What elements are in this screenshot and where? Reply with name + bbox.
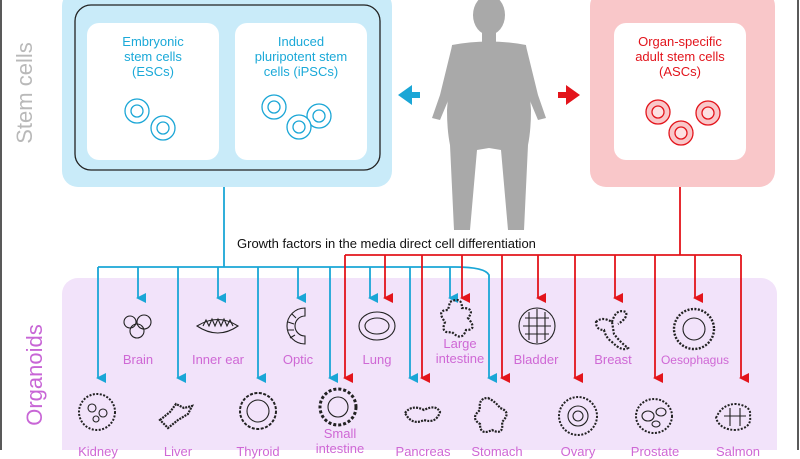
breast-organoid-icon xyxy=(594,310,630,351)
thyroid-organoid-icon xyxy=(239,392,277,430)
oesophagus-label: Oesophagus xyxy=(660,353,730,367)
small-intestine-label-line-1: Small xyxy=(323,426,357,441)
asc-cells xyxy=(645,99,721,146)
esc-label-line-1: Embryonic xyxy=(122,34,184,49)
bladder-label: Bladder xyxy=(513,352,559,367)
ipsc-label-line-1: Induced xyxy=(277,34,325,49)
oesophagus-organoid-icon xyxy=(672,307,716,351)
asc-label-line-1: Organ-specific xyxy=(638,34,722,49)
ipsc-label: Induced pluripotent stem cells (iPSCs) xyxy=(238,34,364,79)
lung-organoid-icon xyxy=(358,311,396,341)
pancreas-organoid-icon xyxy=(403,406,442,423)
small-intestine-label: Small intestine xyxy=(304,426,376,456)
liver-label: Liver xyxy=(163,444,193,459)
ipsc-label-line-3: cells (iPSCs) xyxy=(263,64,339,79)
thyroid-label: Thyroid xyxy=(236,444,280,459)
large-intestine-label: Large intestine xyxy=(422,336,498,366)
ovary-label: Ovary xyxy=(560,444,596,459)
esc-box xyxy=(87,23,219,160)
asc-label-line-3: (ASCs) xyxy=(659,64,701,79)
esc-label: Embryonic stem cells (ESCs) xyxy=(90,34,216,79)
pluripotent-frame xyxy=(74,4,381,171)
salmon-label: Salmon xyxy=(715,444,761,459)
small-intestine-label-line-2: intestine xyxy=(315,441,365,456)
optic-label: Optic xyxy=(282,352,314,367)
ovary-organoid-icon xyxy=(558,396,598,436)
asc-label-line-2: adult stem cells xyxy=(635,49,725,64)
salmon-organoid-icon xyxy=(714,402,752,432)
prostate-organoid-icon xyxy=(635,398,673,434)
ipsc-cells xyxy=(261,94,332,140)
esc-label-line-2: stem cells xyxy=(124,49,182,64)
right-arrow-icon xyxy=(558,85,580,105)
ipsc-label-line-2: pluripotent stem xyxy=(254,49,348,64)
brain-organoid-icon xyxy=(123,314,152,339)
kidney-label: Kidney xyxy=(78,444,118,459)
esc-label-line-3: (ESCs) xyxy=(132,64,174,79)
inner-ear-organoid-icon xyxy=(195,317,239,334)
breast-label: Breast xyxy=(594,352,632,367)
stem-cells-side-label: Stem cells xyxy=(12,42,37,144)
inner-ear-label: Inner ear xyxy=(191,352,245,367)
left-arrow-icon xyxy=(398,85,420,105)
stomach-organoid-icon xyxy=(473,396,508,434)
brain-label: Brain xyxy=(122,352,154,367)
liver-organoid-icon xyxy=(158,402,195,430)
stomach-label: Stomach xyxy=(471,444,523,459)
bladder-organoid-icon xyxy=(518,307,556,345)
organoids-side-label: Organoids xyxy=(22,324,47,426)
large-intestine-label-line-2: intestine xyxy=(435,351,485,366)
asc-box xyxy=(614,23,746,160)
asc-label: Organ-specific adult stem cells (ASCs) xyxy=(617,34,743,79)
organoids-panel xyxy=(62,278,777,459)
esc-cells xyxy=(124,98,176,141)
large-intestine-organoid-icon xyxy=(440,298,474,338)
large-intestine-label-line-1: Large xyxy=(443,336,477,351)
lung-label: Lung xyxy=(362,352,392,367)
ipsc-box xyxy=(235,23,367,160)
kidney-organoid-icon xyxy=(78,393,116,431)
small-intestine-organoid-icon xyxy=(318,387,358,427)
human-body-figure xyxy=(432,0,546,230)
red-differentiation-lines xyxy=(343,187,749,383)
blue-differentiation-lines xyxy=(96,187,497,383)
optic-organoid-icon xyxy=(286,307,306,345)
pancreas-label: Pancreas xyxy=(395,444,451,459)
prostate-label: Prostate xyxy=(630,444,680,459)
growth-factors-caption: Growth factors in the media direct cell … xyxy=(236,236,537,251)
